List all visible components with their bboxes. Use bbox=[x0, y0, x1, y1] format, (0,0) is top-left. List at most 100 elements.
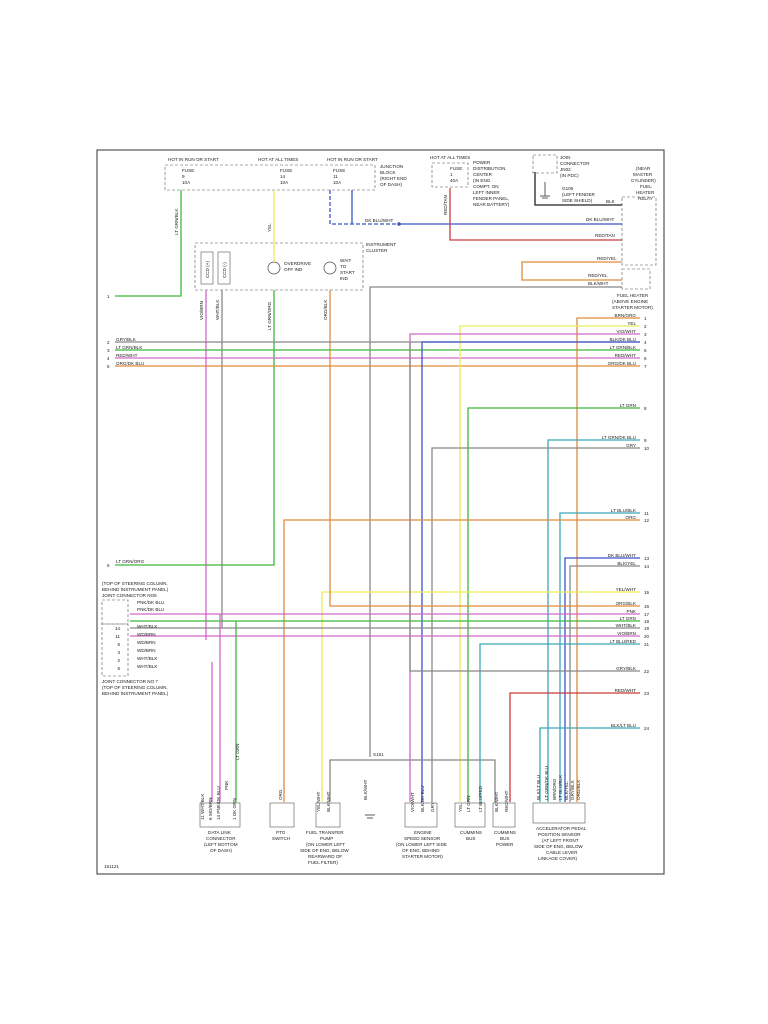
svg-text:JUNCTION: JUNCTION bbox=[380, 164, 403, 169]
joint-connector-bottom-label: JOINT CONNECTOR NO 7 (TOP OF STEERING CO… bbox=[102, 679, 169, 696]
pto-label: PTO SWITCH bbox=[272, 830, 290, 841]
wire-red-wht-23 bbox=[509, 692, 640, 802]
svg-text:(TOP OF STEERING COLUMN,: (TOP OF STEERING COLUMN, bbox=[102, 685, 168, 690]
pin-label-ess-1: VIO/WHT bbox=[410, 792, 415, 812]
svg-text:(TOP OF STEERING COLUMN,: (TOP OF STEERING COLUMN, bbox=[102, 581, 168, 586]
svg-text:CLUSTER: CLUSTER bbox=[366, 248, 388, 253]
svg-text:40A: 40A bbox=[450, 178, 459, 183]
cummins-bus-label: CUMMINS BUS bbox=[460, 830, 482, 841]
svg-text:DATA LINK: DATA LINK bbox=[208, 830, 232, 835]
svg-text:FENDER PANEL,: FENDER PANEL, bbox=[473, 196, 509, 201]
ccd-plus-box bbox=[200, 251, 214, 285]
svg-text:JN02: JN02 bbox=[560, 167, 571, 172]
cummins-bus-power bbox=[492, 802, 516, 828]
svg-text:9: 9 bbox=[182, 174, 185, 179]
apps-pin-label: LT GRN/DK BLU bbox=[544, 766, 549, 800]
svg-text:START: START bbox=[340, 270, 355, 275]
svg-text:ENGINE: ENGINE bbox=[414, 830, 432, 835]
fuse-11: FUSE 11 10A bbox=[333, 168, 345, 185]
svg-text:SWITCH: SWITCH bbox=[272, 836, 290, 841]
wire-lt-grn bbox=[467, 407, 640, 802]
joint-connector-label: WHT/BLK bbox=[137, 656, 158, 661]
right-row-label: WHT/BLK bbox=[616, 623, 637, 628]
right-row-label: LT GRN/BLK bbox=[610, 345, 637, 350]
right-row-number: 13 bbox=[644, 556, 650, 561]
fuse-14: FUSE 14 10A bbox=[280, 168, 292, 185]
svg-text:BUS: BUS bbox=[466, 836, 475, 841]
pin-label-pto: ORG bbox=[278, 789, 283, 800]
joint-connector-pin: 2 bbox=[117, 658, 120, 663]
svg-text:JOIN: JOIN bbox=[560, 155, 570, 160]
pin-label-dlc-3: 14 PNK/DK BLU bbox=[216, 786, 221, 820]
svg-text:14: 14 bbox=[280, 174, 286, 179]
right-row-label: LT GRN bbox=[620, 403, 636, 408]
right-row-number: 14 bbox=[644, 564, 650, 569]
joint-connector-label: WD/BRN bbox=[137, 640, 156, 645]
wire-lt-blu-blk bbox=[559, 512, 640, 802]
wait-to-start-label: WAIT TO START IND bbox=[340, 258, 355, 281]
ccd-minus-label: CCD (-) bbox=[222, 262, 227, 278]
right-row-label: BLK/DK BLU bbox=[609, 337, 636, 342]
svg-text:OF ENG, BEHIND: OF ENG, BEHIND bbox=[402, 848, 440, 853]
pin-label-dlc-1: 11 WHT/BLK bbox=[200, 793, 205, 820]
pdc-hot-label: HOT AT ALL TIMES bbox=[430, 155, 470, 160]
svg-text:(ON LOWER LEFT: (ON LOWER LEFT bbox=[306, 842, 345, 847]
s161-label: S161 bbox=[373, 752, 384, 757]
right-row-number: 23 bbox=[644, 691, 650, 696]
left-row-number: 5 bbox=[107, 364, 110, 369]
right-row-label: YEL/WHT bbox=[616, 587, 637, 592]
svg-text:FUEL HEATER: FUEL HEATER bbox=[617, 293, 649, 298]
apps-pin-label: BLK/LT BLU bbox=[536, 775, 541, 800]
wire-lt-grn-blk-fuse9 bbox=[115, 190, 182, 297]
svg-text:WAIT: WAIT bbox=[340, 258, 352, 263]
svg-text:FUEL TRANSFER: FUEL TRANSFER bbox=[306, 830, 344, 835]
wire-blk-ground bbox=[534, 172, 622, 206]
right-row-number: 20 bbox=[644, 634, 650, 639]
wire-gry bbox=[431, 447, 640, 802]
wire-blk-lt-blu bbox=[539, 727, 640, 802]
svg-text:JOINT CONNECTOR NO 7: JOINT CONNECTOR NO 7 bbox=[102, 679, 158, 684]
wire-label-red-tan: RED/TAN bbox=[443, 195, 448, 215]
pin-label-pump-2: BLK/WHT bbox=[326, 791, 331, 812]
right-row-number: 3 bbox=[644, 332, 647, 337]
wire-blk-dk-blu bbox=[421, 341, 640, 802]
pin-label-cpower-1: BLK/WHT bbox=[494, 791, 499, 812]
right-row-number: 18 bbox=[644, 619, 650, 624]
svg-text:11: 11 bbox=[333, 174, 338, 179]
hot-all-times-label: HOT AT ALL TIMES bbox=[258, 157, 298, 162]
svg-text:DISTRIBUTION: DISTRIBUTION bbox=[473, 166, 505, 171]
svg-text:COMPT. ON: COMPT. ON bbox=[473, 184, 499, 189]
joint-connector-label: PNK/DK BLU bbox=[137, 600, 164, 605]
junction-block-outline bbox=[164, 164, 376, 191]
relay-label: (NEAR MASTER CYLINDER) FUEL HEATER RELAY bbox=[631, 166, 656, 201]
wire-label-red-tan-30: RED/TAN bbox=[595, 233, 615, 238]
right-row-number: 10 bbox=[644, 446, 650, 451]
svg-text:FUSE: FUSE bbox=[450, 166, 462, 171]
svg-text:REARWARD OF: REARWARD OF bbox=[308, 854, 342, 859]
svg-text:LEFT INNER: LEFT INNER bbox=[473, 190, 500, 195]
apps-pin-label: LT BLU/BLK bbox=[558, 774, 563, 800]
right-row-label: YEL bbox=[627, 321, 636, 326]
svg-text:OVERDRIVE: OVERDRIVE bbox=[284, 261, 311, 266]
pin-label-dlc-6: LT GRN bbox=[235, 744, 240, 760]
pin-label-cbus-1: YEL bbox=[458, 803, 463, 812]
svg-text:SPEED SENSOR: SPEED SENSOR bbox=[404, 836, 441, 841]
pdc-outline bbox=[431, 162, 469, 188]
svg-text:FUSE: FUSE bbox=[182, 168, 194, 173]
ground-icon bbox=[540, 182, 550, 199]
join-connector-label: JOIN CONNECTOR JN02 (IN PDC) bbox=[560, 155, 590, 178]
pin-label-dlc-2: 6 WD/BRN bbox=[208, 798, 213, 820]
footer-code: 151121 bbox=[104, 864, 119, 869]
svg-text:OFF IND: OFF IND bbox=[284, 267, 303, 272]
apps-pin-label: GRY/BLK bbox=[570, 779, 575, 800]
right-row-number: 17 bbox=[644, 612, 650, 617]
fuel-transfer-pump bbox=[315, 802, 341, 828]
svg-text:SIDE OF ENG, BELOW: SIDE OF ENG, BELOW bbox=[300, 848, 349, 853]
left-row-number: 6 bbox=[107, 563, 110, 568]
wire-label-yel: YEL bbox=[267, 223, 272, 232]
instrument-cluster bbox=[194, 242, 364, 291]
wire-yel-right bbox=[459, 325, 640, 802]
